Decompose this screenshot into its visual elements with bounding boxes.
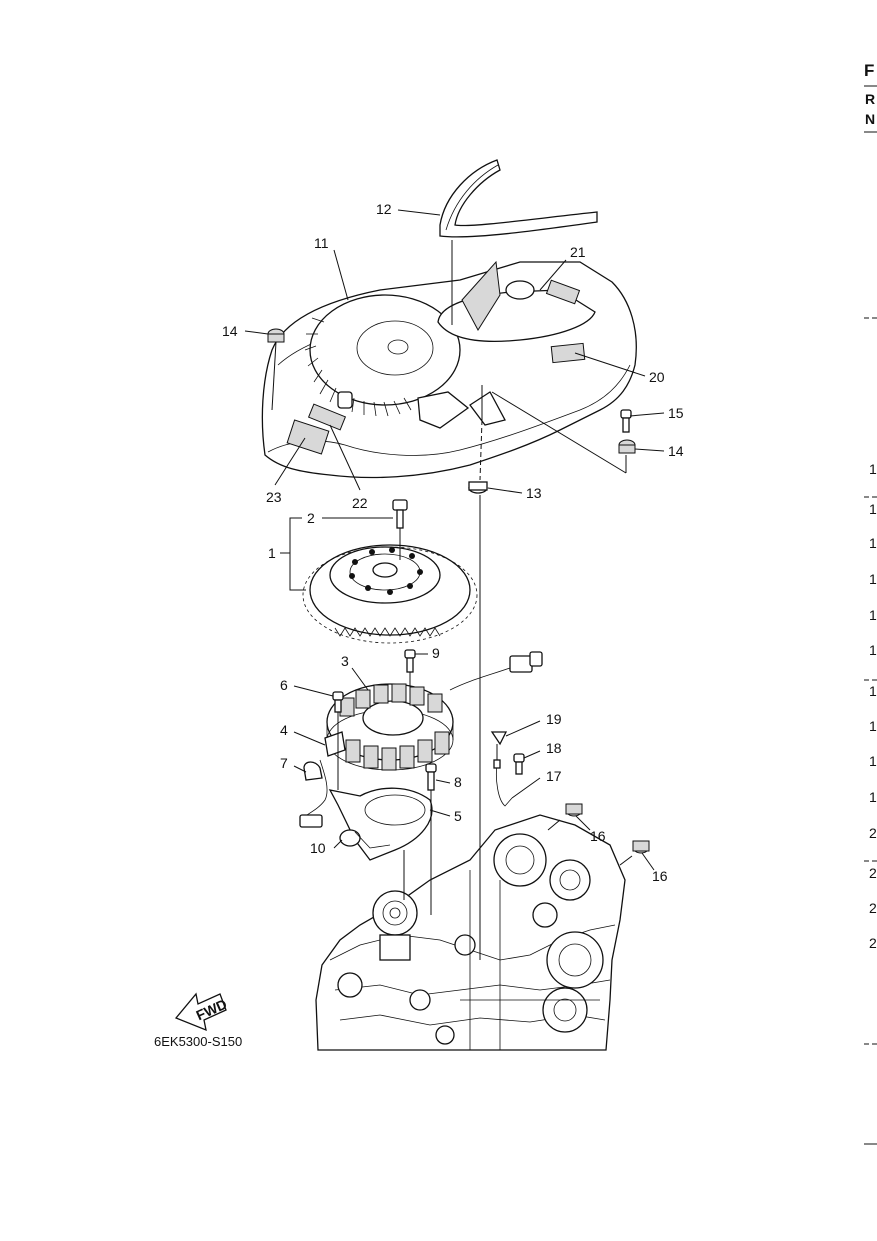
edge-number: 1	[869, 571, 877, 587]
fasteners	[267, 328, 650, 854]
edge-header-3: N	[865, 111, 875, 127]
flywheel-cover	[261, 260, 637, 479]
edge-number: 1	[869, 789, 877, 805]
fwd-arrow-label: FWD	[194, 996, 230, 1024]
callout-12: 12	[376, 201, 392, 217]
callout-15: 15	[668, 405, 684, 421]
callout-16-left: 16	[590, 828, 606, 844]
edge-header-1: F	[864, 61, 874, 80]
edge-number: 1	[869, 501, 877, 517]
callout-10: 10	[310, 840, 326, 856]
edge-number: 1	[869, 718, 877, 734]
callout-5: 5	[454, 808, 462, 824]
callout-3: 3	[341, 653, 349, 669]
edge-number: 2	[869, 900, 877, 916]
callout-numbers: 1 2 3 4 5 6 7 8 9 10 11 12 13 14 14 15 1…	[222, 201, 684, 884]
edge-header-2: R	[865, 91, 875, 107]
callout-14-left: 14	[222, 323, 238, 339]
callout-6: 6	[280, 677, 288, 693]
edge-number: 1	[869, 642, 877, 658]
callout-13: 13	[526, 485, 542, 501]
edge-number: 1	[869, 607, 877, 623]
callout-4: 4	[280, 722, 288, 738]
edge-number: 2	[869, 935, 877, 951]
leader-lines	[244, 209, 665, 960]
callout-20: 20	[649, 369, 665, 385]
stator-assy	[326, 651, 543, 771]
callout-16-right: 16	[652, 868, 668, 884]
edge-number: 1	[869, 535, 877, 551]
callout-17: 17	[546, 768, 562, 784]
callout-22: 22	[352, 495, 368, 511]
edge-number: 2	[869, 825, 877, 841]
edge-number: 1	[869, 683, 877, 699]
edge-number: 1	[869, 461, 877, 477]
fwd-arrow: FWD	[174, 992, 230, 1032]
callout-11: 11	[314, 235, 329, 251]
callout-7: 7	[280, 755, 288, 771]
callout-23: 23	[266, 489, 282, 505]
flywheel-magnet	[302, 544, 478, 644]
right-edge-column: F R N 1 1 1 1 1 1 1 1 1 1 2 2 2 2	[864, 61, 877, 1145]
callout-19: 19	[546, 711, 562, 727]
engine-block	[315, 814, 626, 1051]
callout-18: 18	[546, 740, 562, 756]
callout-8: 8	[454, 774, 462, 790]
cover-handle	[439, 159, 598, 238]
diagram-code: 6EK5300-S150	[154, 1034, 242, 1049]
edge-number: 1	[869, 753, 877, 769]
callout-1: 1	[268, 545, 276, 561]
callout-14-right: 14	[668, 443, 684, 459]
callout-9: 9	[432, 645, 440, 661]
pulser-coil-bracket	[299, 731, 433, 861]
callout-21: 21	[570, 244, 586, 260]
callout-2: 2	[307, 510, 315, 526]
edge-number: 2	[869, 865, 877, 881]
